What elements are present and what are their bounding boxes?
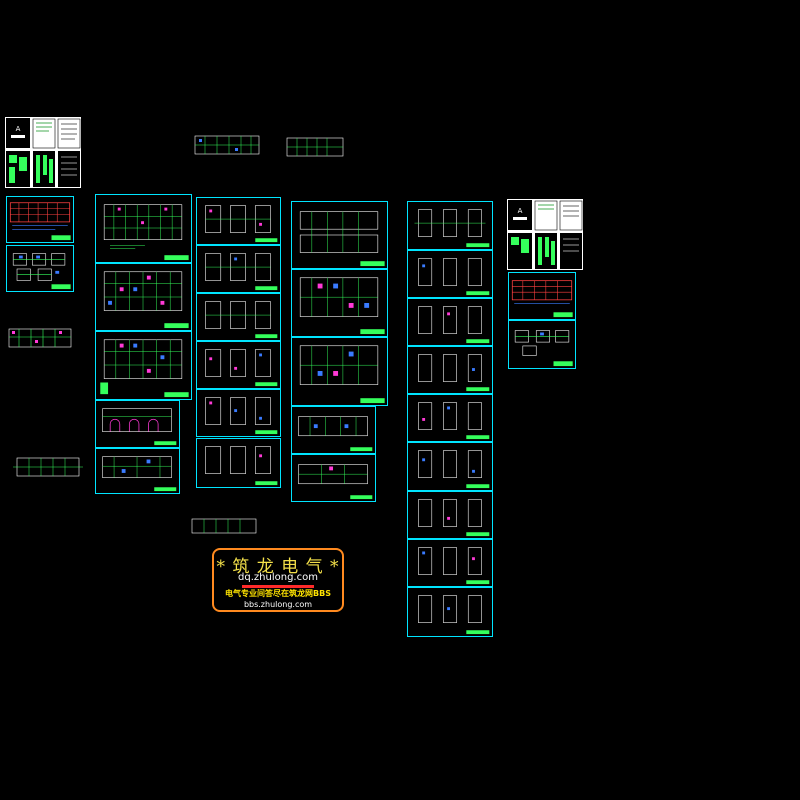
cover-sheet[interactable]: A: [5, 117, 81, 188]
detail-graphics: [418, 547, 490, 585]
floor-plan-graphics: [299, 345, 385, 404]
detail-sheet[interactable]: [407, 442, 493, 491]
detail-graphics: [418, 258, 490, 296]
detail-sheet[interactable]: [407, 394, 493, 442]
detail-graphics: [418, 402, 490, 440]
system-diagram-graphics: [12, 253, 71, 290]
detail-graphics: [414, 209, 490, 248]
detail-graphics: [418, 450, 490, 489]
detail-graphics: [418, 595, 490, 635]
cover-sheet-graphics: A: [6, 118, 81, 187]
detail-sheet[interactable]: [196, 293, 281, 341]
floor-plan-sheet[interactable]: [291, 269, 388, 337]
detail-sheet[interactable]: [407, 587, 493, 637]
floor-plan-sheet[interactable]: [95, 331, 192, 400]
detail-sheet[interactable]: [407, 491, 493, 539]
floor-plan-fragment[interactable]: [11, 454, 85, 480]
system-diagram-graphics: [514, 330, 573, 367]
cover-sheet-right-graphics: A: [508, 200, 583, 269]
detail-graphics: [418, 306, 490, 344]
detail-sheet[interactable]: [196, 245, 281, 293]
watermark-stamp: * 筑 龙 电 气 * dq.zhulong.com 电气专业间答尽在筑龙网BB…: [212, 548, 344, 612]
elevation-graphics: [102, 456, 177, 492]
elevation-sheet[interactable]: [291, 454, 376, 502]
detail-graphics: [205, 397, 278, 435]
detail-sheet[interactable]: [196, 341, 281, 389]
floor-plan-fragment[interactable]: [191, 131, 263, 159]
elevation-sheet[interactable]: [291, 406, 376, 454]
detail-sheet[interactable]: [407, 539, 493, 587]
detail-sheet[interactable]: [196, 197, 281, 245]
floor-plan-graphics: [299, 211, 385, 267]
system-diagram-sheet[interactable]: [508, 320, 576, 369]
svg-text:A: A: [16, 125, 21, 133]
elevation-sheet[interactable]: [95, 448, 180, 494]
system-diagram-sheet[interactable]: [508, 272, 576, 320]
floor-plan-graphics: [103, 204, 189, 261]
svg-text:A: A: [518, 207, 523, 215]
floor-plan-sheet[interactable]: [95, 194, 192, 263]
detail-graphics: [205, 349, 278, 387]
floor-plan-fragment[interactable]: [7, 325, 73, 353]
detail-sheet[interactable]: [407, 201, 493, 250]
detail-graphics: [205, 301, 278, 339]
floor-plan-sheet[interactable]: [95, 263, 192, 331]
detail-sheet[interactable]: [196, 438, 281, 488]
detail-sheet[interactable]: [407, 346, 493, 394]
watermark-site: dq.zhulong.com: [238, 572, 318, 583]
cover-sheet-right[interactable]: A: [507, 199, 583, 270]
elevation-graphics: [298, 464, 373, 500]
detail-graphics: [205, 446, 278, 486]
floor-plan-sheet[interactable]: [291, 201, 388, 269]
system-diagram-sheet[interactable]: [6, 245, 74, 292]
detail-graphics: [418, 499, 490, 537]
detail-graphics: [205, 253, 278, 291]
elevation-graphics: [298, 416, 373, 452]
watermark-divider: [242, 585, 314, 588]
floor-plan-sheet[interactable]: [291, 337, 388, 406]
system-diagram-sheet[interactable]: [6, 196, 74, 243]
system-diagram-graphics: [9, 202, 71, 241]
floor-plan-graphics: [299, 277, 385, 335]
detail-sheet[interactable]: [407, 298, 493, 346]
system-diagram-graphics: [511, 280, 573, 318]
detail-sheet[interactable]: [196, 389, 281, 437]
elevation-sheet[interactable]: [95, 400, 180, 448]
detail-graphics: [205, 205, 278, 243]
watermark-title: * 筑 龙 电 气 *: [216, 557, 340, 577]
detail-sheet[interactable]: [407, 250, 493, 298]
elevation-graphics: [102, 408, 177, 446]
floor-plan-graphics: [103, 271, 189, 329]
floor-plan-fragment[interactable]: [186, 514, 262, 538]
watermark-bbs: bbs.zhulong.com: [243, 600, 313, 609]
detail-graphics: [418, 354, 490, 392]
floor-plan-graphics: [100, 339, 189, 398]
floor-plan-fragment[interactable]: [284, 133, 346, 161]
watermark-slogan: 电气专业间答尽在筑龙网BBS: [225, 589, 331, 598]
